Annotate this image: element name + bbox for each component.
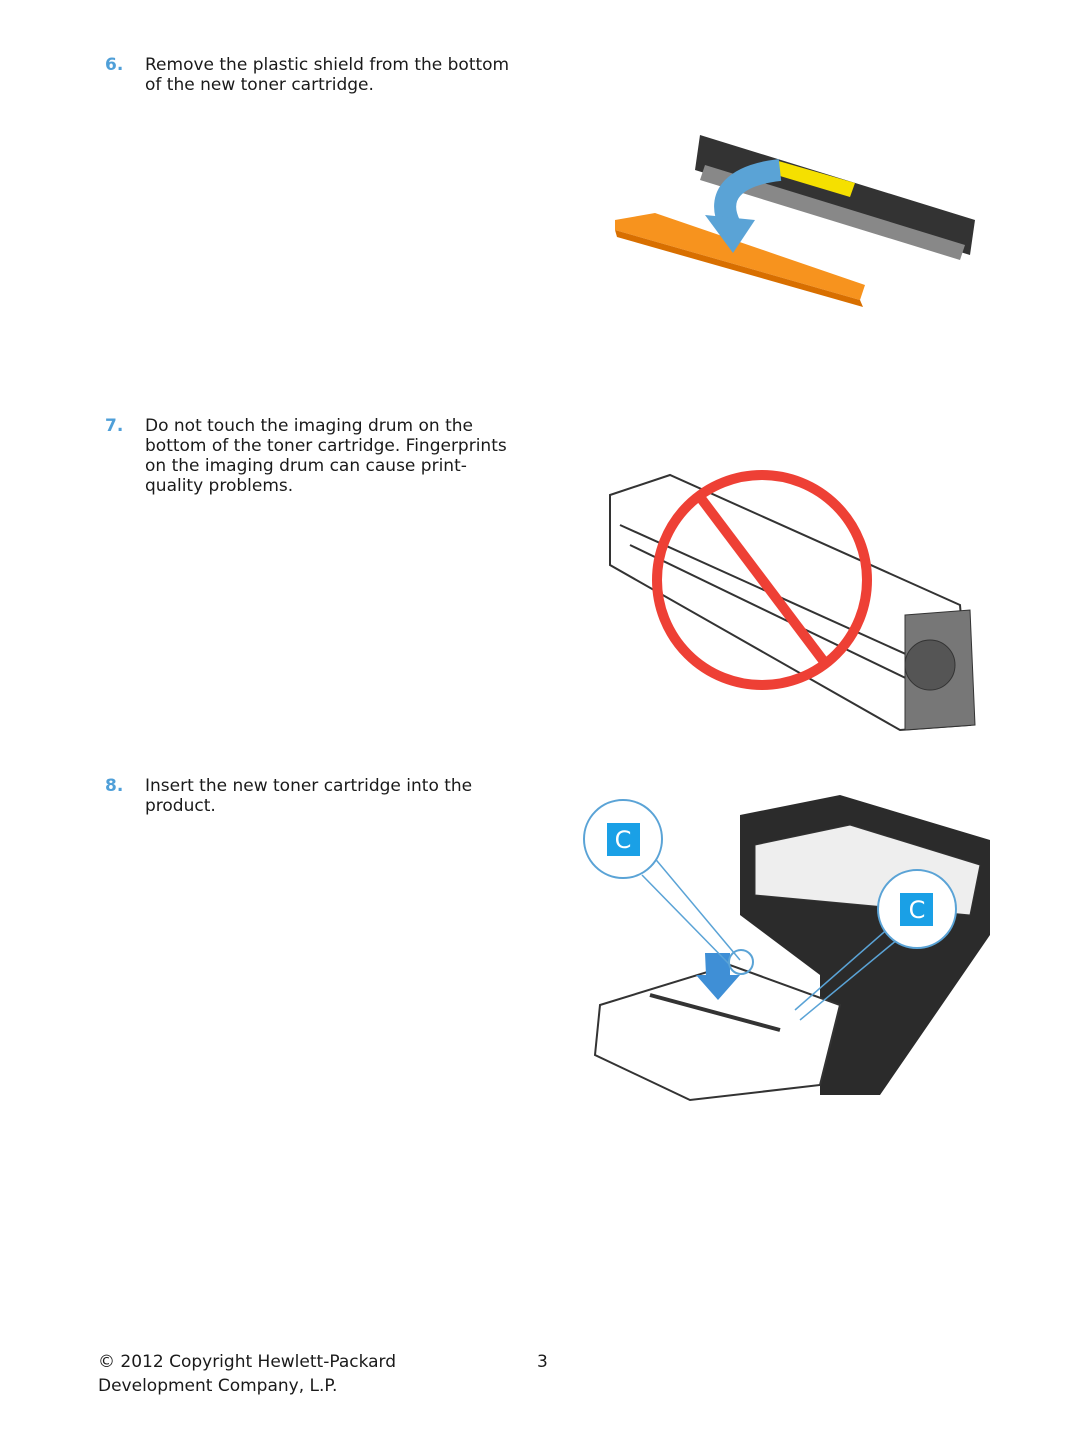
step-text: Insert the new toner cartridge into the … bbox=[145, 776, 473, 816]
cyan-label-icon bbox=[607, 823, 640, 856]
step-text: Remove the plastic shield from the botto… bbox=[145, 55, 510, 95]
page-number: 3 bbox=[537, 1352, 548, 1372]
do-not-touch-drum-illustration bbox=[609, 470, 976, 732]
copyright-footer: © 2012 Copyright Hewlett-Packard Develop… bbox=[98, 1352, 397, 1396]
insert-cartridge-illustration: C C bbox=[583, 795, 990, 1102]
step-number: 8. bbox=[105, 776, 124, 796]
step-number: 6. bbox=[105, 55, 124, 75]
callout-letter: C bbox=[615, 826, 632, 854]
remove-shield-illustration bbox=[615, 135, 975, 307]
step-text: Do not touch the imaging drum on the bot… bbox=[145, 416, 507, 496]
callout-letter: C bbox=[909, 896, 926, 924]
step-number: 7. bbox=[105, 416, 124, 436]
cyan-label-icon bbox=[900, 893, 933, 926]
